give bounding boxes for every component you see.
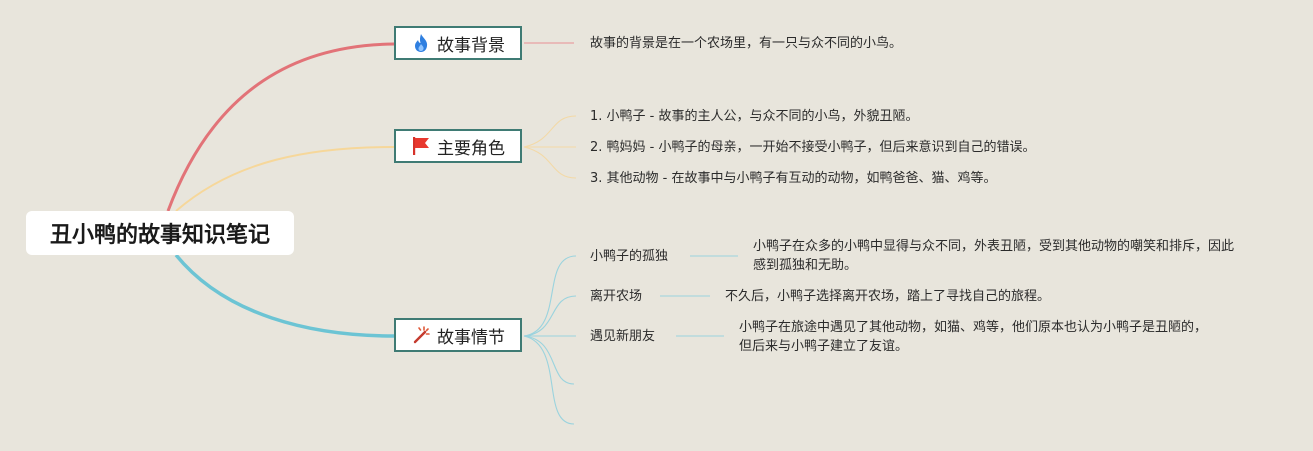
branch-main-characters[interactable]: 主要角色 xyxy=(394,129,522,163)
branch-story-plot[interactable]: 故事情节 xyxy=(394,318,522,352)
plot-topic-loneliness[interactable]: 小鸭子的孤独 xyxy=(590,249,669,264)
branch-story-background-label: 故事背景 xyxy=(437,35,505,56)
connector-root-background xyxy=(166,42,395,212)
plot-detail-loneliness[interactable]: 小鸭子在众多的小鸭中显得与众不同，外表丑陋，受到其他动物的嘲笑和排斥，因此感到孤… xyxy=(753,239,1235,273)
connector-plot-fan xyxy=(523,255,577,425)
root-topic-label: 丑小鸭的故事知识笔记 xyxy=(49,223,270,248)
plot-topic-leave-farm[interactable]: 离开农场 xyxy=(590,289,643,304)
plot-topic-new-friends[interactable]: 遇见新朋友 xyxy=(590,329,656,344)
root-topic[interactable]: 丑小鸭的故事知识笔记 xyxy=(26,211,294,255)
plot-detail-leave-farm[interactable]: 不久后，小鸭子选择离开农场，踏上了寻找自己的旅程。 xyxy=(725,289,1051,304)
branch-main-characters-label: 主要角色 xyxy=(437,138,505,159)
plot-detail-new-friends[interactable]: 小鸭子在旅途中遇见了其他动物，如猫、鸡等，他们原本也认为小鸭子是丑陋的，但后来与… xyxy=(739,320,1208,354)
connector-characters-fan xyxy=(523,115,577,179)
branch-story-plot-label: 故事情节 xyxy=(437,327,505,348)
character-item-mother-duck[interactable]: 2. 鸭妈妈 - 小鸭子的母亲，一开始不接受小鸭子，但后来意识到自己的错误。 xyxy=(590,140,1036,155)
flag-icon xyxy=(411,136,431,156)
connector-root-characters xyxy=(175,146,395,212)
character-item-duckling[interactable]: 1. 小鸭子 - 故事的主人公，与众不同的小鸟，外貌丑陋。 xyxy=(590,109,919,124)
flame-icon xyxy=(411,33,431,53)
background-detail[interactable]: 故事的背景是在一个农场里，有一只与众不同的小鸟。 xyxy=(590,36,903,51)
branch-story-background[interactable]: 故事背景 xyxy=(394,26,522,60)
character-item-other-animals[interactable]: 3. 其他动物 - 在故事中与小鸭子有互动的动物，如鸭爸爸、猫、鸡等。 xyxy=(590,171,997,186)
connector-root-plot xyxy=(174,253,395,338)
magic-wand-icon xyxy=(411,325,431,345)
